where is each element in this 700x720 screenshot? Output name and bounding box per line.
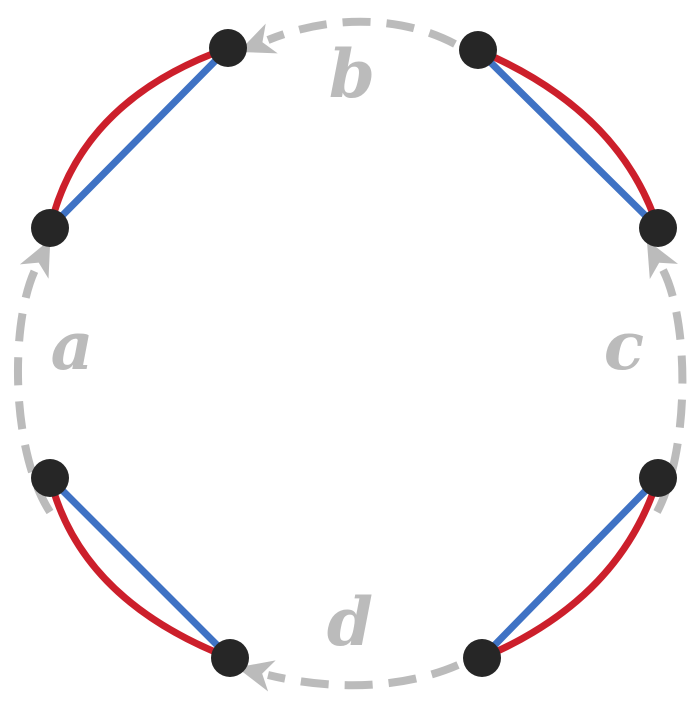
edge-blue-top-left bbox=[46, 44, 232, 232]
arrow-d bbox=[236, 660, 460, 692]
label-c: c bbox=[604, 307, 644, 385]
node-top-right-upper bbox=[459, 31, 497, 69]
edge-blue-bottom-right bbox=[478, 474, 662, 662]
node-top-left-upper bbox=[209, 29, 247, 67]
edge-blue-top-right bbox=[474, 46, 662, 232]
node-bottom-right-upper bbox=[639, 459, 677, 497]
arrow-b bbox=[238, 17, 457, 54]
arrow-c bbox=[646, 239, 687, 514]
edge-red-bottom-right bbox=[478, 474, 662, 662]
edge-blue-bottom-left bbox=[46, 474, 234, 662]
node-top-left-lower bbox=[31, 209, 69, 247]
edge-red-top-left bbox=[46, 44, 232, 232]
label-b: b bbox=[329, 35, 375, 113]
label-a: a bbox=[51, 307, 94, 385]
node-top-right-lower bbox=[639, 209, 677, 247]
edge-red-bottom-left bbox=[46, 474, 234, 662]
edge-red-top-right bbox=[474, 46, 662, 232]
node-bottom-left-lower bbox=[211, 639, 249, 677]
label-d: d bbox=[327, 583, 373, 661]
node-bottom-left-upper bbox=[31, 459, 69, 497]
node-bottom-right-lower bbox=[463, 639, 501, 677]
arrow-a bbox=[14, 239, 54, 515]
